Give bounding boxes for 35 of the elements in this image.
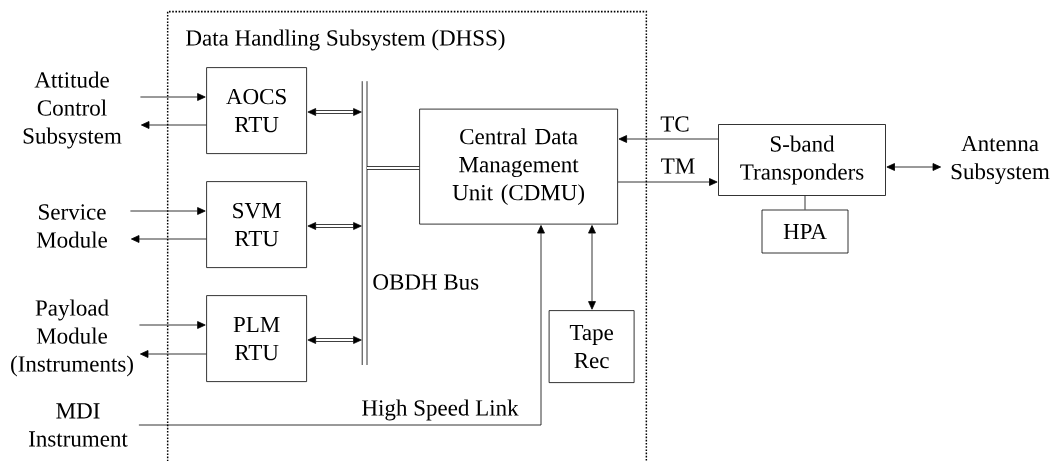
arrow bbox=[140, 93, 206, 101]
amplifier-box: HPA bbox=[761, 209, 849, 254]
transponder-box: S-band Transponders bbox=[718, 124, 886, 196]
edge-label: High Speed Link bbox=[360, 398, 520, 422]
subsystem-label: Attitude Control Subsystem bbox=[23, 71, 122, 149]
arrow bbox=[130, 207, 206, 215]
rtu-box: AOCS RTU bbox=[206, 67, 307, 154]
bus-connector bbox=[367, 166, 420, 170]
rtu-box: SVM RTU bbox=[206, 181, 307, 268]
arrow bbox=[886, 163, 942, 171]
recorder-box: Tape Rec bbox=[548, 310, 635, 383]
arrow bbox=[588, 225, 596, 310]
arrow bbox=[141, 121, 207, 129]
subsystem-label: Antenna Subsystem bbox=[951, 135, 1050, 185]
edge-label: TC bbox=[659, 115, 691, 133]
instrument-label: MDI Instrument bbox=[29, 403, 128, 447]
arrow bbox=[618, 135, 719, 143]
subsystem-label: Payload Module (Instruments) bbox=[11, 299, 133, 377]
rtu-box: PLM RTU bbox=[206, 295, 307, 382]
frame-title: Data Handling Subsystem (DHSS) bbox=[186, 29, 505, 51]
arrow bbox=[617, 178, 718, 186]
arrow bbox=[139, 321, 206, 329]
subsystem-frame bbox=[166, 10, 648, 461]
arrow bbox=[138, 225, 545, 426]
unit-box: Central Data Management Unit (CDMU) bbox=[419, 108, 618, 225]
subsystem-label: Service Module bbox=[36, 204, 107, 248]
bus-connector bbox=[307, 108, 362, 116]
edge-label: TM bbox=[659, 157, 697, 175]
connector-line bbox=[804, 195, 806, 210]
bus-label: OBDH Bus bbox=[373, 274, 479, 290]
arrow bbox=[140, 350, 207, 358]
arrow bbox=[131, 235, 207, 243]
bus-connector bbox=[307, 336, 362, 344]
bus-bar bbox=[361, 80, 368, 366]
bus-connector bbox=[307, 222, 362, 230]
